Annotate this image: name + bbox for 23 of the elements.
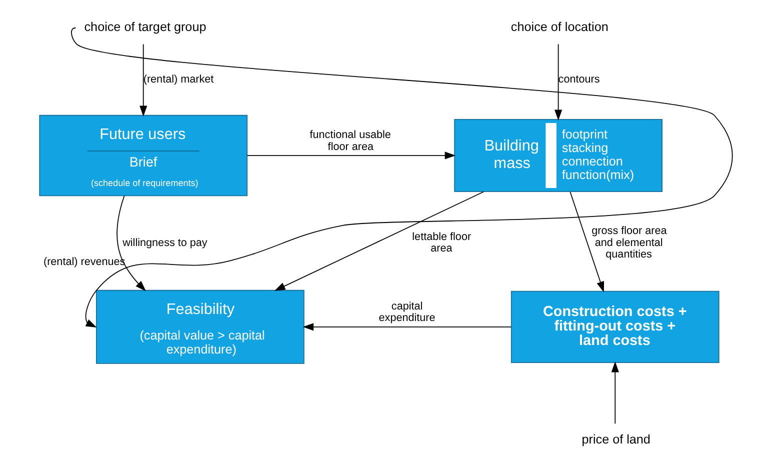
edge-label: lettable floor area xyxy=(412,230,471,255)
arrow xyxy=(70,27,732,328)
arrow xyxy=(610,361,618,424)
arrow xyxy=(246,152,456,160)
node-text: choice of target group xyxy=(84,20,206,34)
node-box: Construction costs + fitting-out costs + land costs xyxy=(510,290,719,363)
arrow xyxy=(569,192,604,292)
node-box: Feasibility (capital value > capital expenditure) xyxy=(96,290,304,364)
edge-label: gross floor area and elemental quantities xyxy=(591,225,666,261)
edge-label: capital expenditure xyxy=(378,300,435,324)
node-text: choice of location xyxy=(510,20,608,34)
arrow xyxy=(139,44,147,117)
edge-label: (rental) market xyxy=(142,74,214,86)
node-box: Building mass footprint stacking connection function(mix) xyxy=(454,118,662,192)
arrow xyxy=(302,323,512,331)
arrow xyxy=(116,195,146,292)
edge-label: contours xyxy=(558,74,600,86)
node-box: Future users Brief (schedule of requirements) xyxy=(38,114,248,196)
node-text: price of land xyxy=(581,432,650,446)
arrow xyxy=(274,191,484,291)
edge-label: willingness to pay xyxy=(122,236,207,249)
edge-label: functional usable floor area xyxy=(309,129,390,153)
arrow xyxy=(554,44,562,121)
